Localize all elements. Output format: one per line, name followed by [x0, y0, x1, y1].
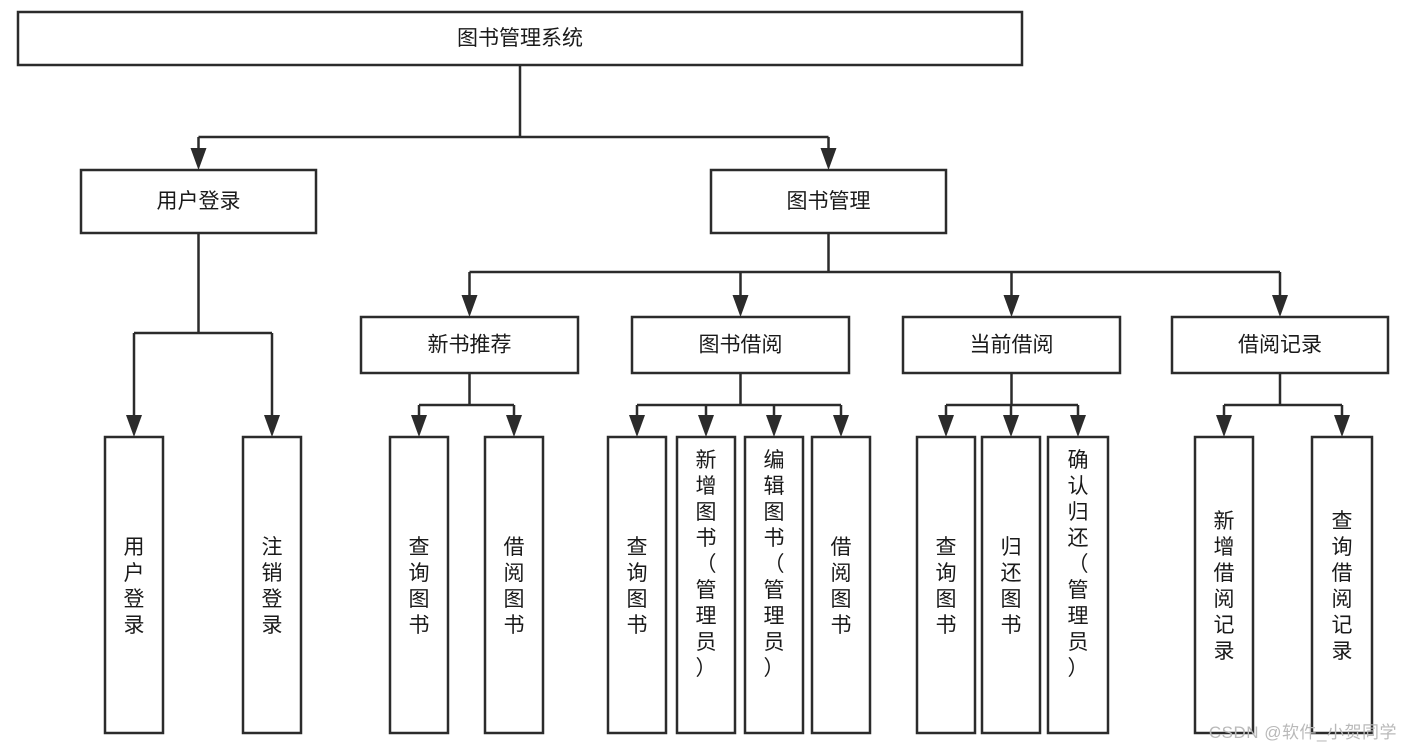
node-label: 查询借阅记录: [1332, 510, 1353, 663]
node-label: 当前借阅: [970, 334, 1054, 357]
node-rect: [1310, 435, 1374, 735]
node-leaf-9[interactable]: 归还图书: [980, 435, 1042, 735]
node-leaf-10[interactable]: 确认归还（管理员）: [1046, 435, 1110, 735]
node-leaf-1[interactable]: 注销登录: [241, 435, 303, 735]
node-rect: [16, 10, 1024, 67]
arrow-head-icon: [461, 295, 478, 317]
node-label: 新书推荐: [428, 334, 512, 357]
node-leaf-0[interactable]: 用户登录: [103, 435, 165, 735]
node-level3-0[interactable]: 新书推荐: [359, 315, 580, 375]
node-rect: [630, 315, 851, 375]
node-rect: [359, 315, 580, 375]
node-label: 图书管理: [787, 190, 871, 213]
node-level3-3[interactable]: 借阅记录: [1170, 315, 1390, 375]
node-label: 用户登录: [124, 536, 145, 637]
arrow-head-icon: [766, 415, 782, 437]
node-rect: [79, 168, 318, 235]
node-label: 注销登录: [262, 536, 283, 637]
node-leaf-11[interactable]: 新增借阅记录: [1193, 435, 1255, 735]
arrow-head-icon: [820, 148, 837, 170]
node-rect: [743, 435, 805, 735]
node-label: 借阅图书: [831, 536, 852, 637]
node-rect: [1170, 315, 1390, 375]
node-leaf-7[interactable]: 借阅图书: [810, 435, 872, 735]
node-label: 图书借阅: [699, 334, 783, 357]
node-leaf-3[interactable]: 借阅图书: [483, 435, 545, 735]
node-label: 借阅记录: [1238, 334, 1322, 357]
node-label: 新增图书（管理员）: [696, 449, 717, 680]
node-level2-1[interactable]: 图书管理: [709, 168, 948, 235]
node-rect: [980, 435, 1042, 735]
arrow-head-icon: [629, 415, 645, 437]
arrow-head-icon: [833, 415, 849, 437]
node-rect: [675, 435, 737, 735]
node-rect: [901, 315, 1122, 375]
node-level2-0[interactable]: 用户登录: [79, 168, 318, 235]
arrow-head-icon: [411, 415, 427, 437]
node-rect: [1193, 435, 1255, 735]
node-layer: 图书管理系统用户登录图书管理新书推荐图书借阅当前借阅借阅记录用户登录注销登录查询…: [16, 10, 1390, 735]
node-label: 归还图书: [1001, 536, 1022, 637]
node-leaf-4[interactable]: 查询图书: [606, 435, 668, 735]
node-label: 借阅图书: [504, 536, 525, 637]
arrow-head-icon: [1272, 295, 1288, 317]
arrow-head-icon: [732, 295, 749, 317]
node-label: 查询图书: [936, 536, 957, 637]
node-label: 图书管理系统: [457, 27, 583, 50]
node-root[interactable]: 图书管理系统: [16, 10, 1024, 67]
arrow-head-icon: [1003, 415, 1019, 437]
arrow-head-icon: [190, 148, 207, 170]
arrow-head-icon: [1003, 295, 1020, 317]
node-rect: [915, 435, 977, 735]
node-label: 用户登录: [157, 190, 241, 213]
arrow-head-icon: [1216, 415, 1232, 437]
arrow-head-icon: [506, 415, 522, 437]
node-label: 确认归还（管理员）: [1068, 449, 1089, 680]
arrow-head-icon: [1070, 415, 1086, 437]
node-label: 查询图书: [409, 536, 430, 637]
node-rect: [606, 435, 668, 735]
node-level3-2[interactable]: 当前借阅: [901, 315, 1122, 375]
node-leaf-2[interactable]: 查询图书: [388, 435, 450, 735]
node-label: 查询图书: [627, 536, 648, 637]
node-label: 新增借阅记录: [1214, 510, 1235, 663]
node-label: 编辑图书（管理员）: [764, 449, 785, 680]
node-rect: [1046, 435, 1110, 735]
node-rect: [103, 435, 165, 735]
node-rect: [709, 168, 948, 235]
arrow-head-icon: [938, 415, 954, 437]
arrow-head-icon: [1334, 415, 1350, 437]
arrow-head-icon: [698, 415, 714, 437]
node-leaf-5[interactable]: 新增图书（管理员）: [675, 435, 737, 735]
node-level3-1[interactable]: 图书借阅: [630, 315, 851, 375]
node-leaf-8[interactable]: 查询图书: [915, 435, 977, 735]
node-rect: [483, 435, 545, 735]
arrow-head-icon: [126, 415, 142, 437]
node-rect: [241, 435, 303, 735]
node-leaf-6[interactable]: 编辑图书（管理员）: [743, 435, 805, 735]
node-rect: [388, 435, 450, 735]
connector-layer: [126, 65, 1350, 437]
node-leaf-12[interactable]: 查询借阅记录: [1310, 435, 1374, 735]
node-rect: [810, 435, 872, 735]
arrow-head-icon: [264, 415, 280, 437]
